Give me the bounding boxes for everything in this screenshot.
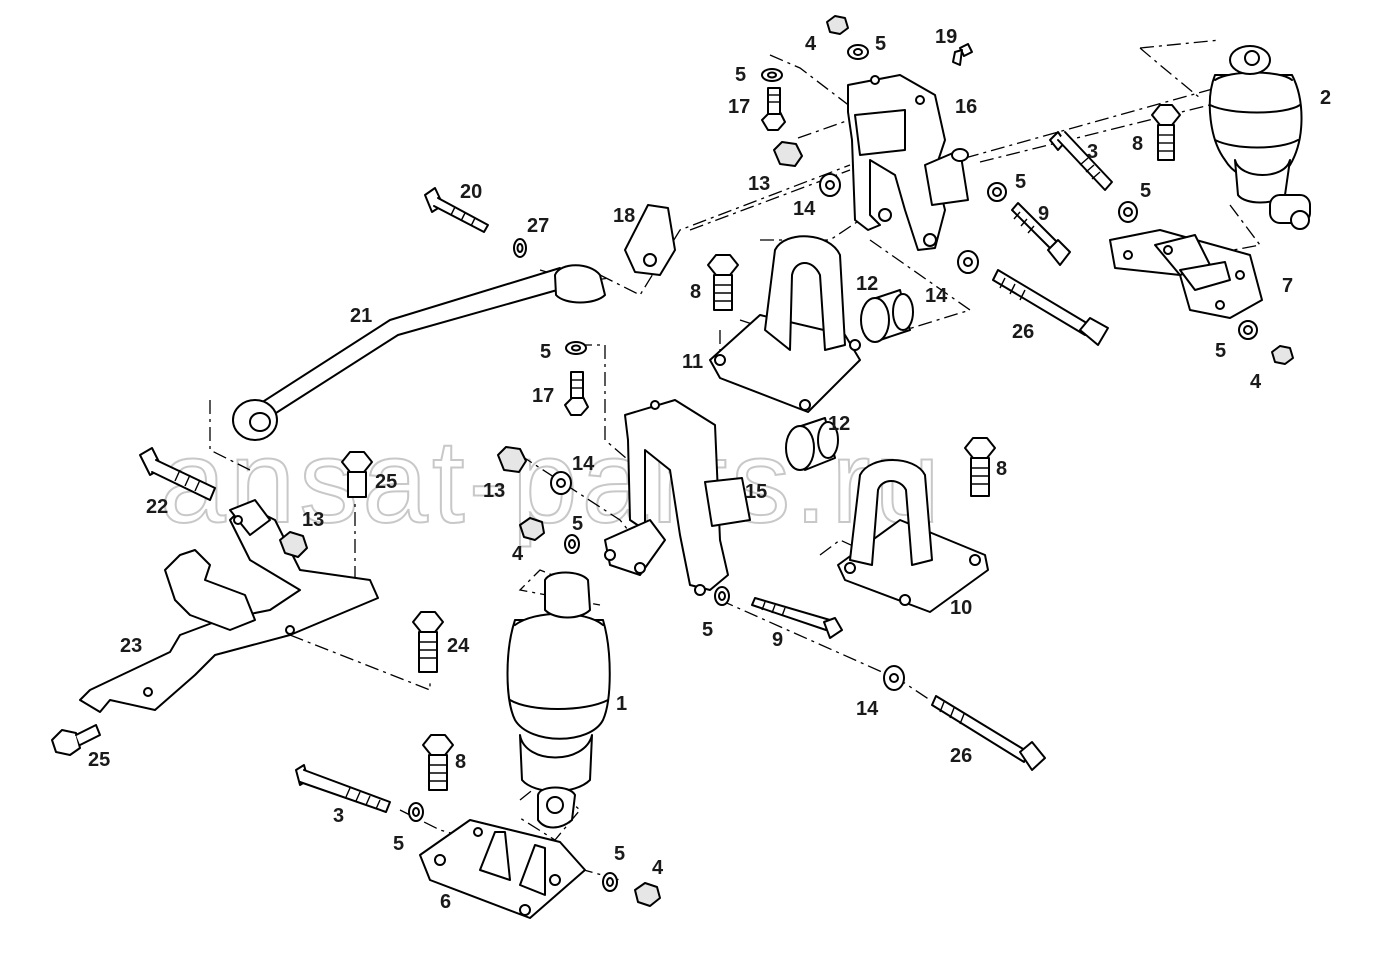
callout-25: 25 bbox=[88, 749, 110, 771]
bracket-11 bbox=[709, 235, 861, 413]
bolt-8-upper-right bbox=[1151, 104, 1181, 161]
nut-4-middle bbox=[519, 517, 545, 541]
nut-4-bottom bbox=[634, 882, 661, 907]
air-spring-lower bbox=[506, 571, 611, 829]
washers bbox=[408, 44, 1258, 892]
callout-labels: 1 2 3 3 4 4 4 4 5 5 5 5 5 5 5 5 5 5 5 6 … bbox=[88, 26, 1331, 913]
link-rod-21 bbox=[232, 264, 606, 441]
mounting-bracket-7 bbox=[1109, 229, 1263, 319]
nut-13-middle bbox=[497, 446, 527, 473]
bolt-22 bbox=[139, 447, 216, 501]
bushing-12-lower bbox=[785, 417, 839, 471]
bolt-19 bbox=[952, 43, 973, 66]
callout-9: 9 bbox=[772, 629, 783, 651]
upper-bracket-16 bbox=[847, 74, 969, 251]
callout-13: 13 bbox=[483, 480, 505, 502]
callout-5: 5 bbox=[702, 619, 713, 641]
callout-20: 20 bbox=[460, 181, 482, 203]
callout-13: 13 bbox=[748, 173, 770, 195]
callout-16: 16 bbox=[955, 96, 977, 118]
bolt-25-lower bbox=[51, 724, 101, 756]
bolt-17-lower bbox=[564, 371, 589, 416]
callout-17: 17 bbox=[728, 96, 750, 118]
block-18 bbox=[624, 204, 676, 276]
bolt-25-upper bbox=[341, 451, 373, 498]
callout-3: 3 bbox=[333, 805, 344, 827]
bolt-3-lower bbox=[295, 764, 391, 813]
callout-14: 14 bbox=[856, 698, 879, 720]
callout-7: 7 bbox=[1282, 275, 1293, 297]
callout-14: 14 bbox=[793, 198, 816, 220]
bolt-8-lower bbox=[422, 734, 454, 791]
callout-12: 12 bbox=[828, 413, 850, 435]
callout-5: 5 bbox=[875, 33, 886, 55]
callout-5: 5 bbox=[540, 341, 551, 363]
bolt-9-lower bbox=[751, 597, 843, 639]
callout-4: 4 bbox=[652, 857, 664, 879]
bushing-12-upper bbox=[860, 289, 914, 343]
callout-26: 26 bbox=[1012, 321, 1034, 343]
callout-14: 14 bbox=[572, 453, 595, 475]
callout-5: 5 bbox=[1015, 171, 1026, 193]
bolt-9-upper bbox=[1011, 202, 1071, 266]
callout-19: 19 bbox=[935, 26, 957, 48]
callout-3: 3 bbox=[1087, 141, 1098, 163]
callout-23: 23 bbox=[120, 635, 142, 657]
bolt-3-upper bbox=[1049, 131, 1113, 191]
callout-12: 12 bbox=[856, 273, 878, 295]
base-plate-6 bbox=[419, 819, 586, 919]
bolt-17-upper bbox=[761, 87, 786, 131]
callout-4: 4 bbox=[1250, 371, 1262, 393]
callout-6: 6 bbox=[440, 891, 451, 913]
bolt-8-right-bracket bbox=[964, 437, 996, 497]
callout-5: 5 bbox=[1140, 180, 1151, 202]
air-spring-upper bbox=[1208, 45, 1311, 230]
callout-8: 8 bbox=[996, 458, 1007, 480]
callout-8: 8 bbox=[1132, 133, 1143, 155]
callout-17: 17 bbox=[532, 385, 554, 407]
nut-13-left bbox=[279, 531, 308, 558]
callout-15: 15 bbox=[745, 481, 767, 503]
callout-18: 18 bbox=[613, 205, 635, 227]
callout-27: 27 bbox=[527, 215, 549, 237]
callout-22: 22 bbox=[146, 496, 168, 518]
callout-5: 5 bbox=[572, 513, 583, 535]
callout-13: 13 bbox=[302, 509, 324, 531]
callout-11: 11 bbox=[682, 351, 703, 373]
callout-4: 4 bbox=[805, 33, 817, 55]
bolt-26-lower bbox=[931, 695, 1046, 771]
callout-10: 10 bbox=[950, 597, 972, 619]
callout-2: 2 bbox=[1320, 87, 1331, 109]
callout-14: 14 bbox=[925, 285, 948, 307]
callout-5: 5 bbox=[614, 843, 625, 865]
plate-23 bbox=[79, 499, 379, 713]
callout-4: 4 bbox=[512, 543, 524, 565]
bolt-26-upper bbox=[992, 269, 1109, 346]
central-bracket-15 bbox=[604, 399, 751, 596]
nut-13-upper bbox=[773, 141, 803, 167]
bolt-20 bbox=[424, 187, 489, 233]
callout-5: 5 bbox=[735, 64, 746, 86]
nut-4-top bbox=[826, 15, 849, 35]
nut-4-right bbox=[1271, 345, 1294, 365]
bolt-24 bbox=[412, 611, 444, 673]
callout-5: 5 bbox=[1215, 340, 1226, 362]
callout-25: 25 bbox=[375, 471, 397, 493]
callout-24: 24 bbox=[447, 635, 470, 657]
callout-8: 8 bbox=[455, 751, 466, 773]
callout-1: 1 bbox=[616, 693, 627, 715]
bolt-8-left-bracket bbox=[707, 254, 739, 311]
bracket-10 bbox=[837, 459, 989, 613]
callout-9: 9 bbox=[1038, 203, 1049, 225]
callout-5: 5 bbox=[393, 833, 404, 855]
callout-8: 8 bbox=[690, 281, 701, 303]
callout-26: 26 bbox=[950, 745, 972, 767]
callout-21: 21 bbox=[350, 305, 372, 327]
